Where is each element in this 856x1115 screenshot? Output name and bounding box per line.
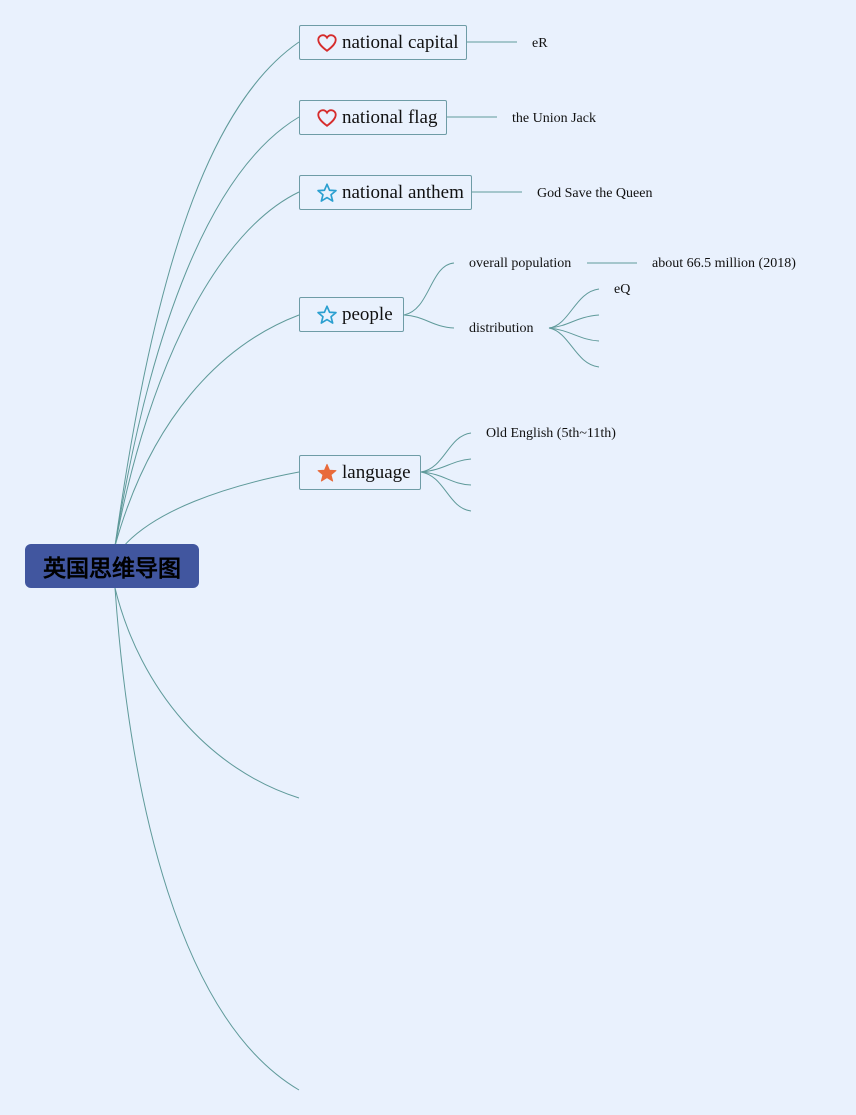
leaf-capital-value[interactable]: eR: [532, 36, 548, 51]
connector-distribution-2: [548, 314, 600, 329]
topic-national-capital[interactable]: national capital: [299, 25, 467, 60]
leaf-flag-value[interactable]: the Union Jack: [512, 111, 596, 126]
connector-root-empty-1: [114, 587, 300, 799]
connector-root-empty-2: [114, 587, 300, 1091]
connector-people-distribution: [403, 314, 455, 329]
leaf-distribution[interactable]: distribution: [469, 321, 534, 336]
connector-distribution-3: [548, 327, 600, 342]
topic-language[interactable]: language: [299, 455, 421, 490]
leaf-population-value[interactable]: about 66.5 million (2018): [652, 256, 796, 271]
leaf-overall-population[interactable]: overall population: [469, 256, 572, 271]
connector-distribution-1: [548, 288, 600, 329]
connector-root-anthem: [114, 191, 300, 547]
topic-people[interactable]: people: [299, 297, 404, 332]
star-outline-icon: [316, 182, 338, 204]
connector-root-capital: [114, 41, 300, 547]
connector-root-flag: [114, 116, 300, 547]
connector-root-language: [117, 471, 300, 554]
heart-icon: [316, 32, 338, 54]
leaf-distribution-first[interactable]: eQ: [614, 282, 631, 297]
connector-people-population: [403, 262, 455, 316]
leaf-anthem-value[interactable]: God Save the Queen: [537, 186, 653, 201]
connector-language-2: [420, 458, 472, 473]
topic-national-flag[interactable]: national flag: [299, 100, 447, 135]
topic-label: national anthem: [342, 181, 464, 203]
topic-label: national flag: [342, 106, 438, 128]
star-outline-icon: [316, 304, 338, 326]
connector-root-people: [114, 314, 300, 547]
connector-language-4: [420, 471, 472, 512]
heart-icon: [316, 107, 338, 129]
leaf-old-english[interactable]: Old English (5th~11th): [486, 426, 616, 441]
topic-label: language: [342, 461, 411, 483]
root-topic-label: 英国思维导图: [43, 556, 181, 582]
root-topic[interactable]: 英国思维导图: [25, 544, 199, 588]
connector-language-1: [420, 432, 472, 473]
star-filled-icon: [316, 462, 338, 484]
topic-label: people: [342, 303, 393, 325]
topic-national-anthem[interactable]: national anthem: [299, 175, 472, 210]
connector-distribution-4: [548, 327, 600, 368]
connector-language-3: [420, 471, 472, 486]
topic-label: national capital: [342, 31, 459, 53]
